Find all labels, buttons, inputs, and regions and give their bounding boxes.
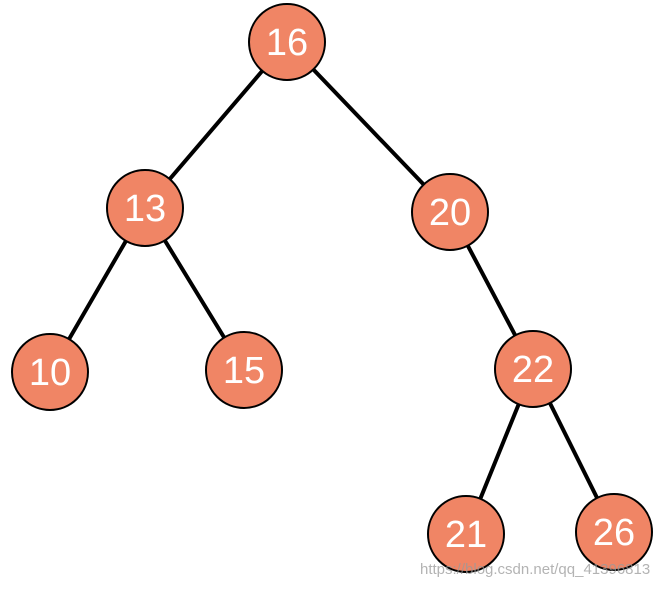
tree-node-22: 22	[494, 330, 572, 408]
node-circle	[11, 333, 89, 411]
node-circle	[427, 495, 505, 573]
edge-layer	[48, 40, 616, 536]
tree-node-21: 21	[427, 495, 505, 573]
edge-n16-n20	[285, 40, 452, 214]
node-label: 16	[266, 22, 308, 64]
tree-node-13: 13	[106, 169, 184, 247]
tree-node-16: 16	[248, 3, 326, 81]
node-label: 13	[124, 188, 166, 230]
tree-node-20: 20	[411, 173, 489, 251]
node-circle	[106, 169, 184, 247]
node-label: 10	[29, 352, 71, 394]
tree-node-15: 15	[205, 331, 283, 409]
node-label: 20	[429, 192, 471, 234]
node-layer: 16 13 20 10 15 22 21 26	[11, 3, 653, 573]
node-circle	[494, 330, 572, 408]
tree-node-10: 10	[11, 333, 89, 411]
watermark-text: https://blog.csdn.net/qq_41396813	[420, 561, 651, 578]
node-circle	[411, 173, 489, 251]
node-label: 21	[445, 514, 487, 556]
node-label: 22	[512, 349, 554, 391]
node-label: 26	[593, 512, 635, 554]
node-circle	[205, 331, 283, 409]
tree-node-26: 26	[575, 493, 653, 571]
node-circle	[575, 493, 653, 571]
node-circle	[248, 3, 326, 81]
node-label: 15	[223, 350, 265, 392]
